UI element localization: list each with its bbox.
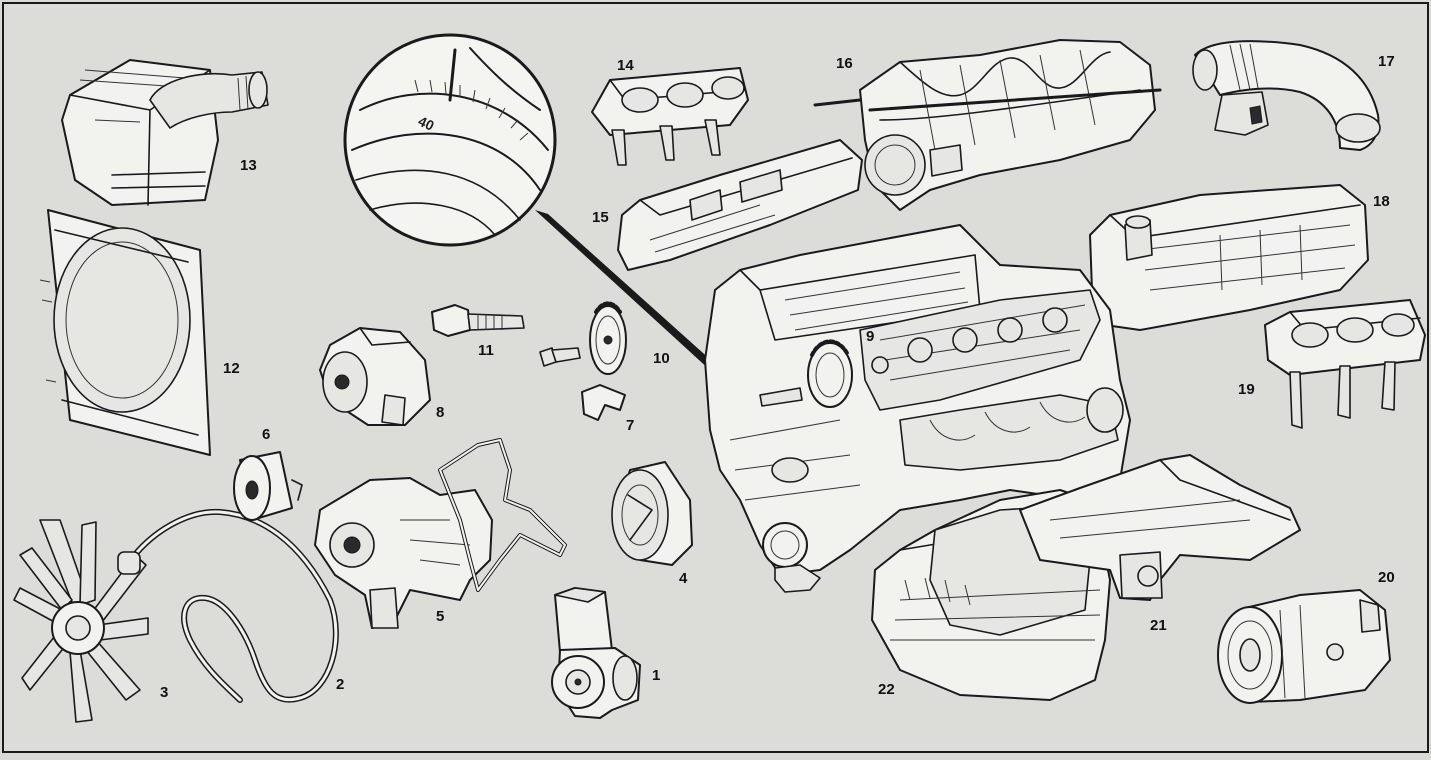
callout-7: 7 xyxy=(626,417,634,434)
part-6-idler-pulley xyxy=(233,451,303,521)
inset-dial-label: 40 xyxy=(416,113,437,134)
part-20-ac-compressor xyxy=(1217,589,1391,704)
callout-17: 17 xyxy=(1378,53,1395,70)
callout-13: 13 xyxy=(240,157,257,174)
callout-5: 5 xyxy=(436,608,444,625)
part-10-camshaft-sprocket xyxy=(589,301,627,375)
callout-16: 16 xyxy=(836,55,853,72)
callout-14: 14 xyxy=(617,57,634,74)
part-18-cylinder-head-cover xyxy=(1089,184,1369,331)
callout-2: 2 xyxy=(336,676,344,693)
callout-15: 15 xyxy=(592,209,609,226)
part-15-cylinder-head-cover xyxy=(617,139,863,271)
callout-21: 21 xyxy=(1150,617,1167,634)
part-bolt xyxy=(539,347,581,367)
part-4-pulley xyxy=(611,461,693,566)
part-21-oil-pan-upper xyxy=(1019,454,1301,601)
part-3-cooling-fan xyxy=(13,519,149,723)
part-17-air-intake-duct xyxy=(1192,40,1381,151)
inset-timing-mark-detail: 40 xyxy=(343,33,557,247)
callout-6: 6 xyxy=(262,426,270,443)
part-11-sensor xyxy=(431,304,525,337)
callout-19: 19 xyxy=(1238,381,1255,398)
callout-20: 20 xyxy=(1378,569,1395,586)
part-2-drive-belt xyxy=(117,508,339,703)
part-8-thermostat-housing xyxy=(319,327,431,426)
callout-12: 12 xyxy=(223,360,240,377)
callout-1: 1 xyxy=(652,667,660,684)
part-5-water-pump xyxy=(314,477,493,629)
part-12-fan-shroud xyxy=(39,209,211,456)
part-14-ignition-coil-pack xyxy=(591,67,749,166)
callout-3: 3 xyxy=(160,684,168,701)
part-9-engine-block xyxy=(704,224,1131,593)
part-13-air-filter-housing xyxy=(61,59,269,206)
callout-9: 9 xyxy=(866,328,874,345)
part-1-power-steering-pump xyxy=(551,587,641,719)
callout-11: 11 xyxy=(478,342,494,359)
part-19-ignition-coil-pack xyxy=(1264,299,1426,429)
callout-18: 18 xyxy=(1373,193,1390,210)
part-7-bracket xyxy=(581,384,626,421)
callout-4: 4 xyxy=(679,570,688,587)
callout-8: 8 xyxy=(436,404,444,421)
part-water-pump-gasket xyxy=(438,438,567,592)
part-16-intake-manifold xyxy=(813,39,1162,211)
callout-10: 10 xyxy=(653,350,670,367)
callout-22: 22 xyxy=(878,681,895,698)
